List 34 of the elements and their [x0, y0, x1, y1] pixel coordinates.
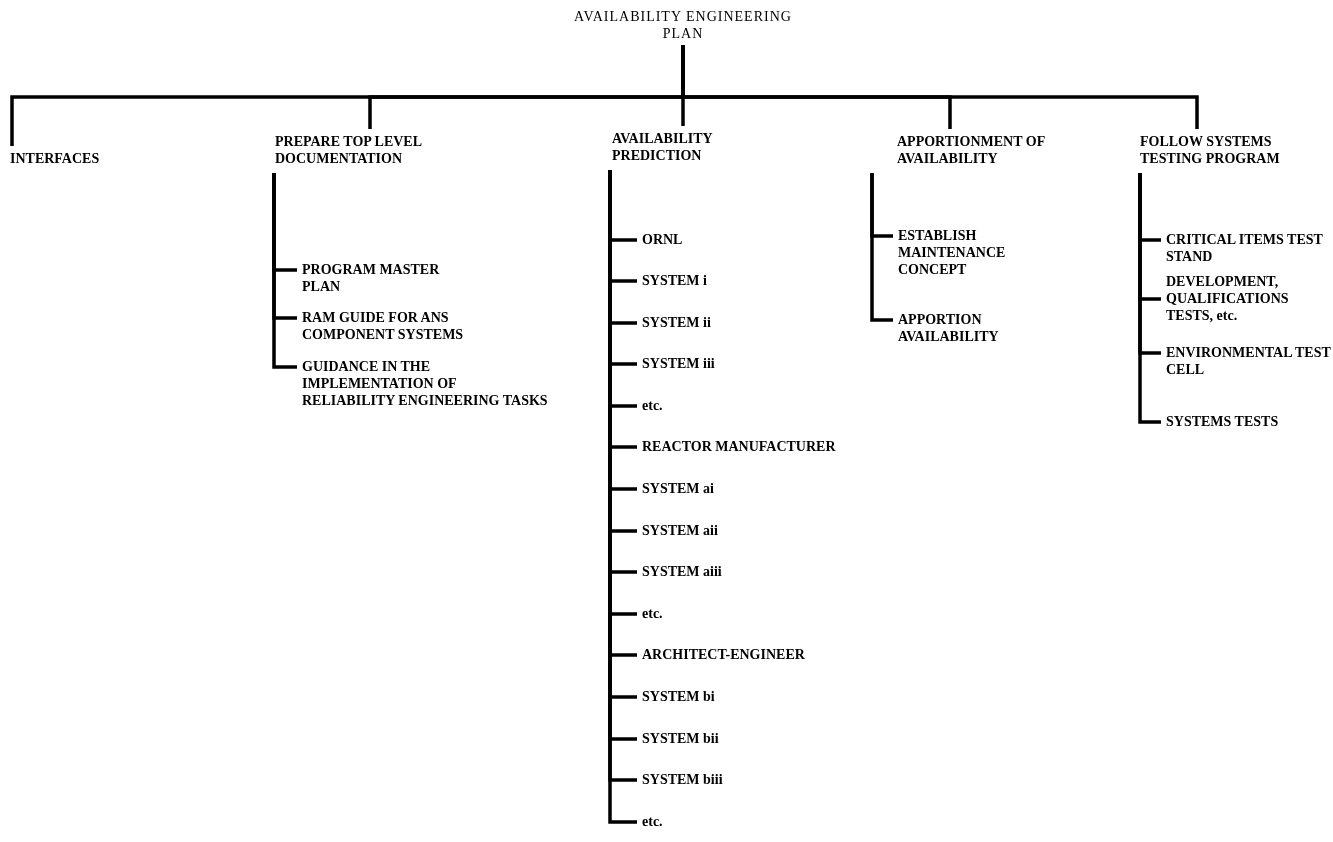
tree-item-label: APPORTIONMENT OF AVAILABILITY	[897, 133, 1046, 167]
root-heading: AVAILABILITY ENGINEERING PLAN	[573, 8, 793, 42]
tree-item-label: etc.	[642, 397, 663, 414]
tree-item-label: SYSTEM bi	[642, 688, 715, 705]
tree-item-label: INTERFACES	[10, 150, 100, 167]
tree-item-label: RAM GUIDE FOR ANS COMPONENT SYSTEMS	[302, 309, 465, 343]
tree-item-label: SYSTEM aii	[642, 522, 718, 539]
tree-item-label: etc.	[642, 605, 663, 622]
tree-item-label: SYSTEM bii	[642, 730, 719, 747]
tree-connector	[870, 173, 893, 322]
tree-item-label: ENVIRONMENTAL TEST CELL	[1166, 344, 1331, 378]
tree-item-label: REACTOR MANUFACTURER	[642, 438, 836, 455]
tree-item-label: APPORTION AVAILABILITY	[898, 311, 1000, 345]
tree-connector	[1138, 173, 1161, 424]
tree-item-label: SYSTEM i	[642, 272, 707, 289]
tree-item-label: SYSTEM aiii	[642, 563, 722, 580]
tree-item-label: SYSTEM ai	[642, 480, 714, 497]
tree-item-label: PREPARE TOP LEVEL DOCUMENTATION	[275, 133, 423, 167]
tree-item-label: etc.	[642, 813, 663, 830]
tree-item-label: AVAILABILITY PREDICTION	[612, 130, 714, 164]
tree-item-label: DEVELOPMENT, QUALIFICATIONS TESTS, etc.	[1166, 273, 1290, 324]
tree-item-label: CRITICAL ITEMS TEST STAND	[1166, 231, 1324, 265]
tree-connector	[681, 45, 1199, 129]
tree-item-label: SYSTEMS TESTS	[1166, 413, 1279, 430]
tree-item-label: ORNL	[642, 231, 683, 248]
tree-item-label: GUIDANCE IN THE IMPLEMENTATION OF RELIABILITY ENGINEERING TASKS	[302, 358, 549, 409]
tree-item-label: PROGRAM MASTER PLAN	[302, 261, 441, 295]
tree-item-label: SYSTEM iii	[642, 355, 715, 372]
tree-item-label: FOLLOW SYSTEMS TESTING PROGRAM	[1140, 133, 1281, 167]
tree-connector	[272, 173, 297, 369]
tree-item-label: SYSTEM ii	[642, 314, 711, 331]
tree-item-label: ARCHITECT-ENGINEER	[642, 646, 805, 663]
tree-item-label: ESTABLISH MAINTENANCE CONCEPT	[898, 227, 1007, 278]
tree-item-label: SYSTEM biii	[642, 771, 723, 788]
